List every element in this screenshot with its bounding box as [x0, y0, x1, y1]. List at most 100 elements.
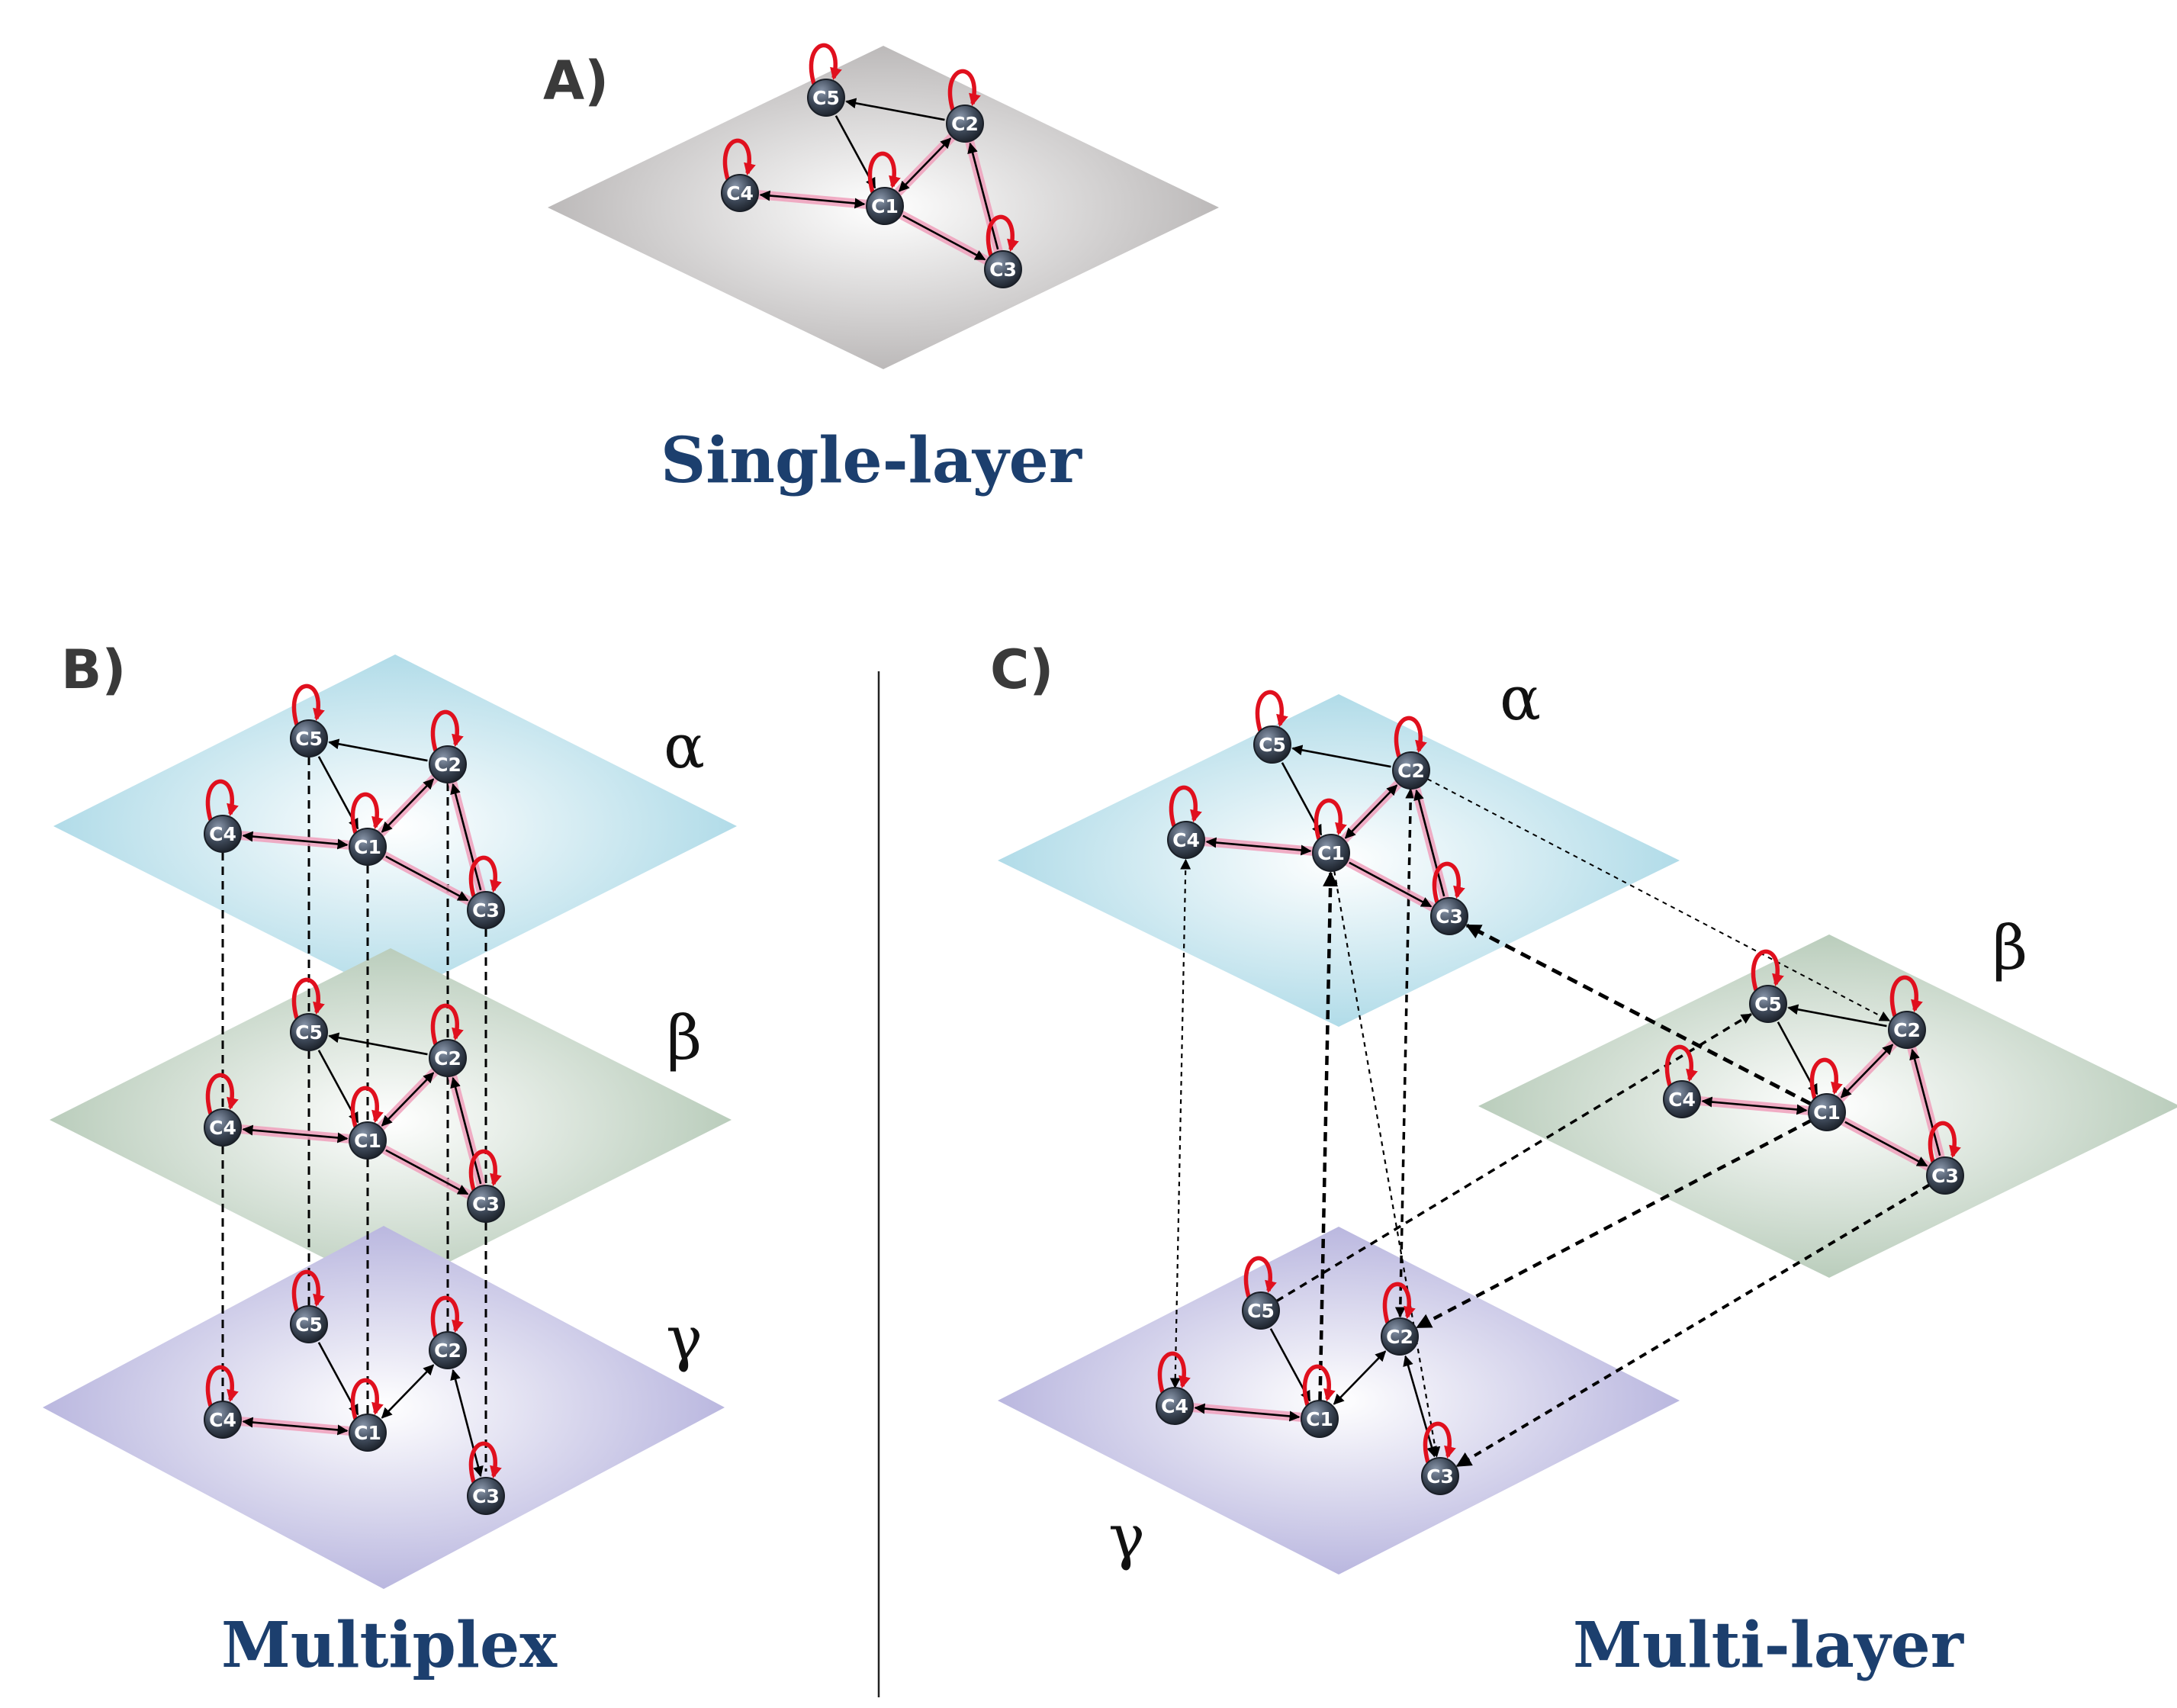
multilayer-gamma-edge-c1-c2	[1333, 1350, 1387, 1405]
multiplex-beta-node-label-c4: C4	[209, 1117, 236, 1139]
panel-a-edge-c2-c5	[845, 98, 945, 121]
multiplex-layer-gamma-label: γ	[666, 1303, 703, 1374]
multilayer-gamma-node-c4	[1156, 1387, 1194, 1425]
multiplex-beta-node-label-c3: C3	[472, 1193, 500, 1215]
multiplex-beta-self-loop-c2	[430, 1003, 464, 1045]
panel-a-label: A)	[543, 50, 609, 112]
multiplex-alpha-self-loop-c3	[468, 855, 502, 897]
multiplex-gamma-node-label-c5: C5	[295, 1314, 323, 1336]
multilayer-beta-node-label-c4: C4	[1668, 1089, 1696, 1111]
multilayer-gamma-node-label-c4: C4	[1161, 1395, 1188, 1417]
multilayer-beta-node-c3	[1926, 1156, 1964, 1195]
multilayer-alpha-self-loop-c4	[1169, 785, 1202, 827]
multiplex-alpha-node-c2	[429, 745, 467, 783]
multilayer-beta-edge-c1-c4	[1701, 1096, 1808, 1115]
multilayer-beta-node-c1	[1808, 1093, 1846, 1131]
multilayer-link-beta-c3-gamma-c3	[1455, 1183, 1931, 1468]
panel-a-self-loop-c3	[986, 214, 1019, 256]
panel-b-label: B)	[61, 638, 126, 701]
multilayer-alpha-node-label-c2: C2	[1397, 760, 1425, 782]
multilayer-alpha-self-loop-c2	[1394, 716, 1427, 758]
multilayer-gamma-node-label-c3: C3	[1426, 1465, 1454, 1488]
panel-a-node-c4	[721, 174, 759, 212]
multiplex-alpha-node-label-c1: C1	[354, 836, 381, 858]
multilayer-alpha-edge-c3-c2	[1413, 789, 1445, 897]
multiplex-beta-node-label-c5: C5	[295, 1021, 323, 1044]
multilayer-link-beta-c1-alpha-c3	[1465, 923, 1812, 1106]
panel-a-node-c5	[807, 79, 845, 117]
multilayer-beta-edge-c1-c2	[1840, 1044, 1894, 1098]
panel-a-self-loop-c4	[722, 138, 756, 180]
multiplex-beta-node-c2	[429, 1039, 467, 1077]
multilayer-alpha-edge-c1-c2	[1344, 784, 1398, 839]
multiplex-layer-alpha-label: α	[664, 711, 705, 782]
multiplex-gamma-node-label-c2: C2	[434, 1340, 461, 1362]
multiplex-alpha-node-label-c4: C4	[209, 823, 236, 845]
multilayer-layer-gamma-label: γ	[1108, 1501, 1145, 1572]
multilayer-link-gamma-c5-beta-c5	[1275, 1012, 1752, 1303]
multiplex-beta-self-loop-c1	[350, 1086, 384, 1127]
multiplex-beta-self-loop-c3	[468, 1149, 502, 1191]
multilayer-gamma-node-label-c5: C5	[1247, 1300, 1275, 1322]
multilayer-beta-node-label-c1: C1	[1813, 1102, 1841, 1124]
multiplex-beta-node-c5	[290, 1013, 328, 1051]
multiplex-alpha-edge-c1-c3	[385, 855, 469, 902]
multilayer-gamma-self-loop-c4	[1157, 1351, 1191, 1393]
multiplex-layer-alpha-plane	[53, 655, 737, 998]
multilayer-beta-node-c4	[1663, 1080, 1701, 1118]
multilayer-link-alpha-c2-gamma-c2	[1394, 787, 1416, 1318]
multiplex-gamma-self-loop-c3	[468, 1441, 502, 1483]
multiplex-beta-node-c1	[349, 1121, 387, 1160]
multiplex-alpha-edge-c3-c2	[450, 783, 482, 891]
multiplex-alpha-node-c1	[349, 828, 387, 866]
panel-a-title: Single-layer	[661, 424, 1083, 497]
multilayer-layer-beta-label: β	[1992, 912, 2027, 983]
multiplex-alpha-self-loop-c5	[291, 684, 325, 725]
multilayer-alpha-node-label-c4: C4	[1172, 829, 1200, 851]
multiplex-alpha-node-label-c3: C3	[472, 899, 500, 922]
multiplex-alpha-edge-c2-c5	[328, 738, 428, 762]
multilayer-beta-self-loop-c3	[1928, 1121, 1961, 1163]
multiplex-alpha-edge-c1-c4	[242, 831, 349, 850]
multiplex-gamma-edge-c1-c2	[381, 1364, 435, 1419]
multilayer-alpha-node-c4	[1167, 821, 1205, 859]
multiplex-alpha-node-c3	[467, 891, 505, 929]
multiplex-gamma-node-label-c3: C3	[472, 1485, 500, 1507]
panel-a-edge-c1-c2	[898, 137, 952, 192]
multilayer-beta-node-label-c2: C2	[1893, 1019, 1921, 1041]
multilayer-beta-node-label-c5: C5	[1754, 993, 1782, 1015]
multilayer-alpha-node-c3	[1430, 897, 1468, 935]
panel-a-node-label-c4: C4	[726, 182, 754, 204]
multilayer-beta-self-loop-c2	[1889, 975, 1923, 1017]
panel-a-edge-c3-c2	[967, 142, 999, 250]
panel-b-title: Multiplex	[221, 1609, 558, 1682]
multilayer-gamma-node-c2	[1381, 1317, 1419, 1356]
panel-a-node-label-c1: C1	[871, 195, 899, 217]
multilayer-beta-self-loop-c4	[1664, 1044, 1698, 1086]
multilayer-alpha-node-label-c1: C1	[1317, 842, 1345, 864]
multiplex-gamma-self-loop-c1	[350, 1378, 384, 1420]
multilayer-gamma-self-loop-c5	[1243, 1256, 1277, 1298]
panel-a-node-c2	[946, 105, 984, 143]
multilayer-alpha-edge-c2-c5	[1291, 745, 1391, 768]
multilayer-gamma-node-c1	[1301, 1400, 1339, 1438]
multilayer-beta-edge-c2-c5	[1787, 1004, 1887, 1028]
panel-a-node-c1	[866, 187, 904, 225]
multilayer-link-gamma-c1-alpha-c1	[1318, 870, 1339, 1401]
multiplex-gamma-node-c5	[290, 1305, 328, 1343]
multiplex-beta-node-c3	[467, 1185, 505, 1223]
multiplex-gamma-self-loop-c2	[430, 1295, 464, 1337]
multiplex-beta-self-loop-c4	[205, 1073, 239, 1115]
multiplex-beta-edge-c2-c5	[328, 1032, 428, 1056]
multiplex-beta-edge-c1-c4	[242, 1124, 349, 1143]
panel-c-label: C)	[990, 638, 1053, 701]
multilayer-layer-alpha-label: α	[1500, 663, 1541, 734]
multilayer-alpha-edge-c1-c4	[1205, 837, 1312, 856]
panel-a-self-loop-c5	[809, 43, 842, 85]
multilayer-gamma-node-label-c2: C2	[1386, 1326, 1413, 1348]
multilayer-alpha-node-c2	[1392, 751, 1430, 790]
multiplex-beta-edge-c1-c3	[385, 1149, 469, 1195]
multiplex-beta-self-loop-c5	[291, 977, 325, 1019]
